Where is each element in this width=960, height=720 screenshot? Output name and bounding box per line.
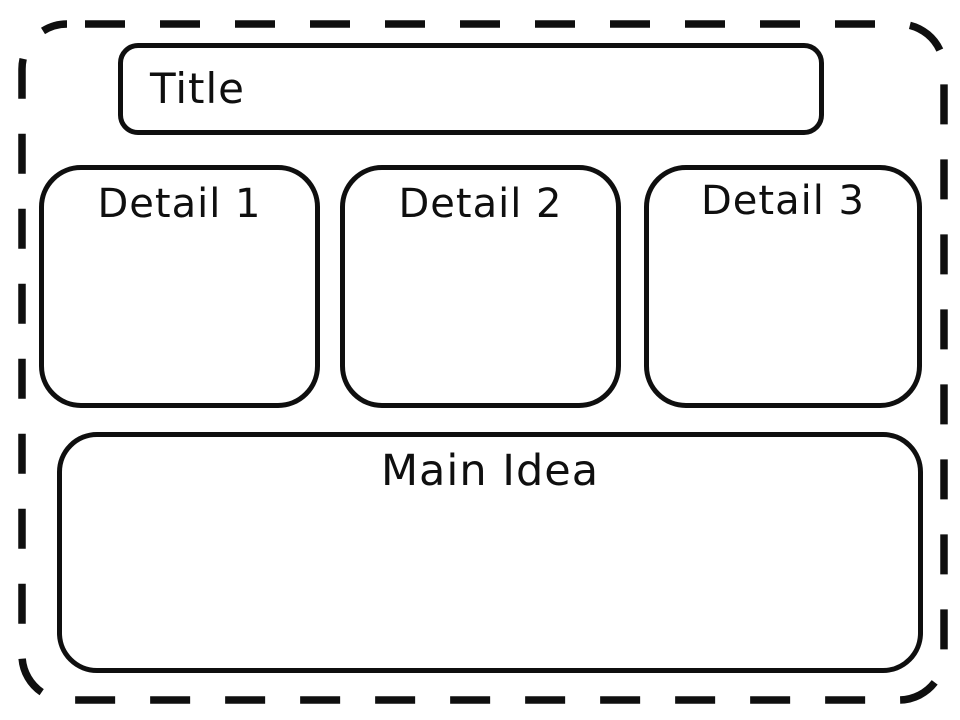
detail-3-box-label: Detail 3	[701, 178, 865, 224]
title-box-label: Title	[150, 64, 246, 113]
main-idea-box: Main Idea	[57, 432, 923, 673]
detail-2-box-label: Detail 2	[398, 181, 563, 227]
detail-3-box: Detail 3	[644, 165, 922, 408]
detail-1-box-label: Detail 1	[97, 181, 262, 227]
detail-2-box: Detail 2	[340, 165, 621, 408]
detail-1-box: Detail 1	[39, 165, 320, 408]
main-idea-box-label: Main Idea	[380, 446, 600, 496]
title-box: Title	[118, 43, 824, 135]
